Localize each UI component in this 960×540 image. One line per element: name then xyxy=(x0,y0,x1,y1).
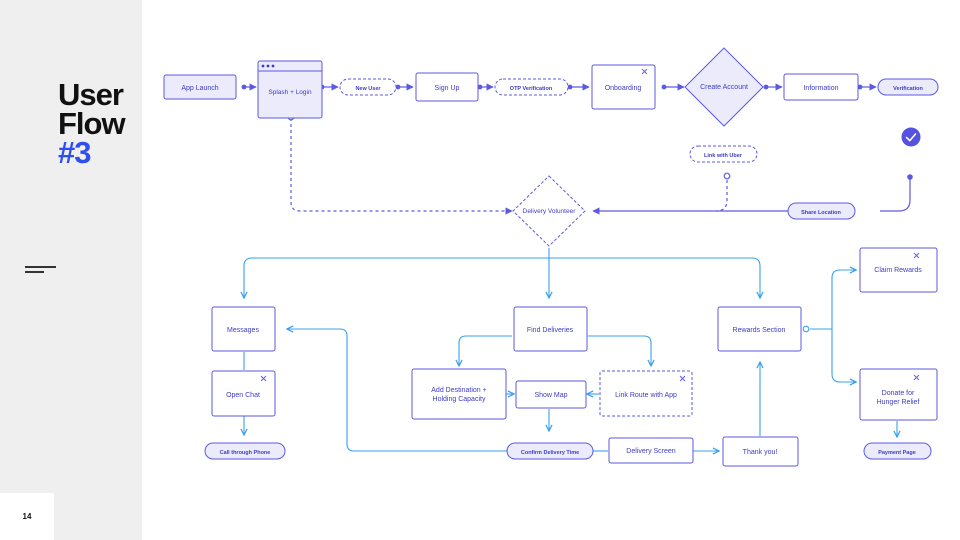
node-sign-up[interactable]: Sign Up xyxy=(415,72,479,102)
add-destination-line2: Holding Capacity xyxy=(433,396,486,403)
node-open-chat[interactable]: Open Chat xyxy=(211,370,276,417)
open-chat-label: Open Chat xyxy=(226,392,260,399)
close-icon xyxy=(913,374,920,381)
find-deliveries-label: Find Deliveries xyxy=(527,327,574,334)
divider-line-short xyxy=(25,271,44,273)
node-delivery-volunteer[interactable]: Delivery Volunteer xyxy=(512,175,586,247)
edge-confirm-messages xyxy=(287,329,507,452)
slide-title: User Flow #3 xyxy=(58,77,126,170)
otp-label: OTP Verification xyxy=(510,86,553,92)
node-otp-verification[interactable]: OTP Verification xyxy=(494,78,569,96)
node-verification[interactable]: Verification xyxy=(877,78,939,96)
confirm-time-label: Confirm Delivery Time xyxy=(521,450,579,456)
link-uber-label: Link with Uber xyxy=(704,153,743,159)
node-link-with-uber[interactable]: Link with Uber xyxy=(689,145,758,163)
close-icon xyxy=(260,375,267,382)
slide-sidebar xyxy=(0,0,142,540)
close-icon xyxy=(913,252,920,259)
node-show-map[interactable]: Show Map xyxy=(515,380,587,409)
share-location-label: Share Location xyxy=(801,210,841,216)
uber-port xyxy=(723,172,731,180)
add-destination-line1: Add Destination + xyxy=(431,387,486,394)
verification-port xyxy=(907,174,913,180)
new-user-label: New User xyxy=(355,86,381,92)
node-thank-you[interactable]: Thank you! xyxy=(722,436,799,467)
rewards-port xyxy=(802,325,810,333)
node-splash-login[interactable]: Splash + Login xyxy=(257,60,323,119)
node-delivery-screen[interactable]: Delivery Screen xyxy=(608,437,694,464)
node-new-user[interactable]: New User xyxy=(339,78,397,96)
node-link-route[interactable]: Link Route with App xyxy=(599,370,693,417)
close-icon xyxy=(641,68,648,75)
title-line-2: Flow xyxy=(58,106,126,141)
app-launch-label: App Launch xyxy=(181,85,218,92)
show-map-label: Show Map xyxy=(534,392,567,399)
edge-find-linkroute xyxy=(588,335,651,366)
donate-line2: Hunger Relief xyxy=(877,399,920,406)
create-account-label: Create Account xyxy=(700,84,748,91)
node-call-phone[interactable]: Call through Phone xyxy=(204,442,286,460)
node-app-launch[interactable]: App Launch xyxy=(163,74,237,100)
node-information[interactable]: Information xyxy=(783,73,859,101)
top-row-connectors xyxy=(241,83,911,215)
delivery-screen-label: Delivery Screen xyxy=(626,448,676,455)
node-messages[interactable]: Messages xyxy=(211,306,276,352)
edge-splash-volunteer xyxy=(290,118,513,215)
information-label: Information xyxy=(803,85,838,92)
window-dots-icon xyxy=(261,64,275,68)
page-number: 14 xyxy=(22,512,32,521)
thank-you-label: Thank you! xyxy=(743,449,778,456)
node-share-location[interactable]: Share Location xyxy=(787,202,856,220)
payment-page-label: Payment Page xyxy=(878,450,916,456)
node-rewards-section[interactable]: Rewards Section xyxy=(717,306,802,352)
delivery-volunteer-label: Delivery Volunteer xyxy=(523,208,577,215)
edge-rewards-donate xyxy=(831,329,856,382)
node-confirm-delivery-time[interactable]: Confirm Delivery Time xyxy=(506,442,594,460)
page-number-box: 14 xyxy=(0,493,54,540)
rewards-section-label: Rewards Section xyxy=(733,327,786,334)
link-route-label: Link Route with App xyxy=(615,392,677,399)
bottom-connectors xyxy=(244,248,897,451)
divider-line xyxy=(25,266,56,268)
node-create-account[interactable]: Create Account xyxy=(684,47,764,127)
edge-find-destination xyxy=(459,335,512,366)
title-line-1: User xyxy=(58,77,124,112)
messages-label: Messages xyxy=(227,327,259,334)
title-line-3: #3 xyxy=(58,135,91,170)
node-claim-rewards[interactable]: Claim Rewards xyxy=(859,247,938,293)
node-onboarding[interactable]: Onboarding xyxy=(591,64,656,110)
edge-volunteer-rewards xyxy=(549,257,760,298)
node-payment-page[interactable]: Payment Page xyxy=(863,442,932,460)
check-circle-icon xyxy=(901,127,921,147)
edge-check-share xyxy=(880,178,911,212)
donate-line1: Donate for xyxy=(882,390,915,397)
close-icon xyxy=(679,375,686,382)
edge-volunteer-messages xyxy=(244,257,549,298)
sign-up-label: Sign Up xyxy=(435,85,460,92)
claim-rewards-label: Claim Rewards xyxy=(874,267,922,274)
node-find-deliveries[interactable]: Find Deliveries xyxy=(513,306,588,352)
call-phone-label: Call through Phone xyxy=(220,450,271,456)
splash-login-label: Splash + Login xyxy=(268,89,312,96)
verification-label: Verification xyxy=(893,86,923,92)
node-add-destination[interactable]: Add Destination + Holding Capacity xyxy=(411,368,507,420)
node-donate[interactable]: Donate for Hunger Relief xyxy=(859,368,938,421)
edge-rewards-claim xyxy=(831,270,856,329)
edge-uber-volunteer xyxy=(715,180,728,212)
onboarding-label: Onboarding xyxy=(605,85,642,92)
